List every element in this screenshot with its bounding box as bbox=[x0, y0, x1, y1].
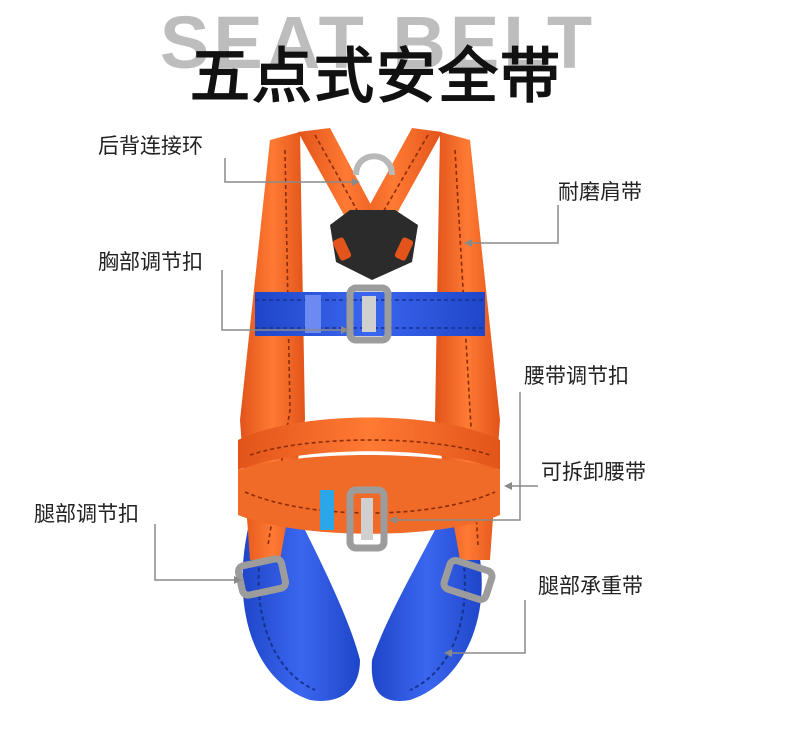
leader-back-ring bbox=[224, 158, 356, 183]
label-back-ring: 后背连接环 bbox=[98, 134, 203, 158]
leg-buckle-left bbox=[234, 555, 290, 599]
waist-belt bbox=[238, 417, 500, 534]
leader-chest-buckle bbox=[221, 270, 345, 331]
leader-shoulder-strap bbox=[470, 205, 559, 244]
back-ring bbox=[353, 153, 395, 176]
label-leg-buckle: 腿部调节扣 bbox=[34, 502, 139, 526]
label-waist-buckle: 腰带调节扣 bbox=[524, 364, 629, 388]
page-title: 五点式安全带 bbox=[190, 42, 562, 112]
label-shoulder-strap: 耐磨肩带 bbox=[558, 180, 642, 204]
back-plate bbox=[330, 210, 418, 280]
leader-arrows bbox=[234, 178, 512, 657]
waist-buckle bbox=[346, 486, 388, 552]
chest-buckle bbox=[346, 284, 392, 344]
leader-leg-strap bbox=[450, 600, 526, 654]
seat-belt-watermark: SEAT BELT bbox=[160, 1, 597, 84]
leader-leg-buckle bbox=[154, 524, 238, 581]
label-detachable-belt: 可拆卸腰带 bbox=[541, 460, 646, 484]
label-leg-strap: 腿部承重带 bbox=[538, 574, 643, 598]
leader-waist-buckle bbox=[395, 392, 521, 521]
leader-lines bbox=[154, 158, 559, 654]
leg-buckle-right bbox=[440, 556, 496, 604]
label-chest-buckle: 胸部调节扣 bbox=[98, 250, 203, 274]
